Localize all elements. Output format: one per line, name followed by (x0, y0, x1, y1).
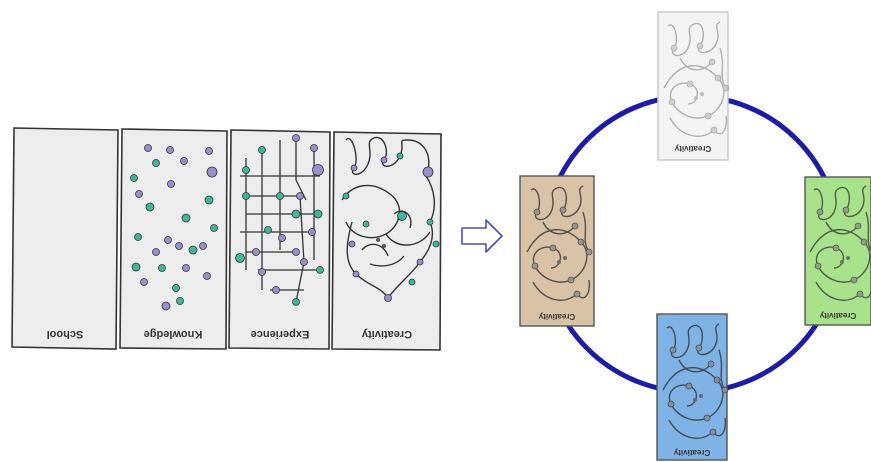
cycle-card-right: Creativity (804, 176, 871, 326)
cycle-card-left: Creativity (519, 175, 595, 327)
panel-experience: Experience (228, 129, 331, 350)
card-label-top: Creativity (674, 144, 711, 153)
panel-label-school: School (47, 328, 84, 340)
panel-label-creativity: Creativity (361, 328, 412, 340)
panel-label-knowledge: Knowledge (144, 328, 203, 340)
experience-dots (235, 134, 324, 306)
panel-school: School (11, 127, 119, 350)
panel-knowledge: Knowledge (119, 128, 228, 350)
card-right-background (804, 176, 871, 326)
card-label-left: Creativity (538, 312, 575, 321)
double-arrow-right-icon (461, 219, 503, 253)
card-left-background (519, 175, 595, 327)
cycle-card-bottom: Creativity (656, 313, 729, 461)
card-label-right: Creativity (819, 311, 856, 320)
experience-network (240, 138, 320, 303)
panel-label-experience: Experience (251, 328, 310, 340)
cycle-card-top: Creativity (657, 11, 730, 161)
card-label-bottom: Creativity (673, 448, 710, 457)
creativity-dots (342, 152, 440, 302)
panel-creativity: Creativity (331, 131, 442, 351)
knowledge-dots (130, 144, 218, 311)
